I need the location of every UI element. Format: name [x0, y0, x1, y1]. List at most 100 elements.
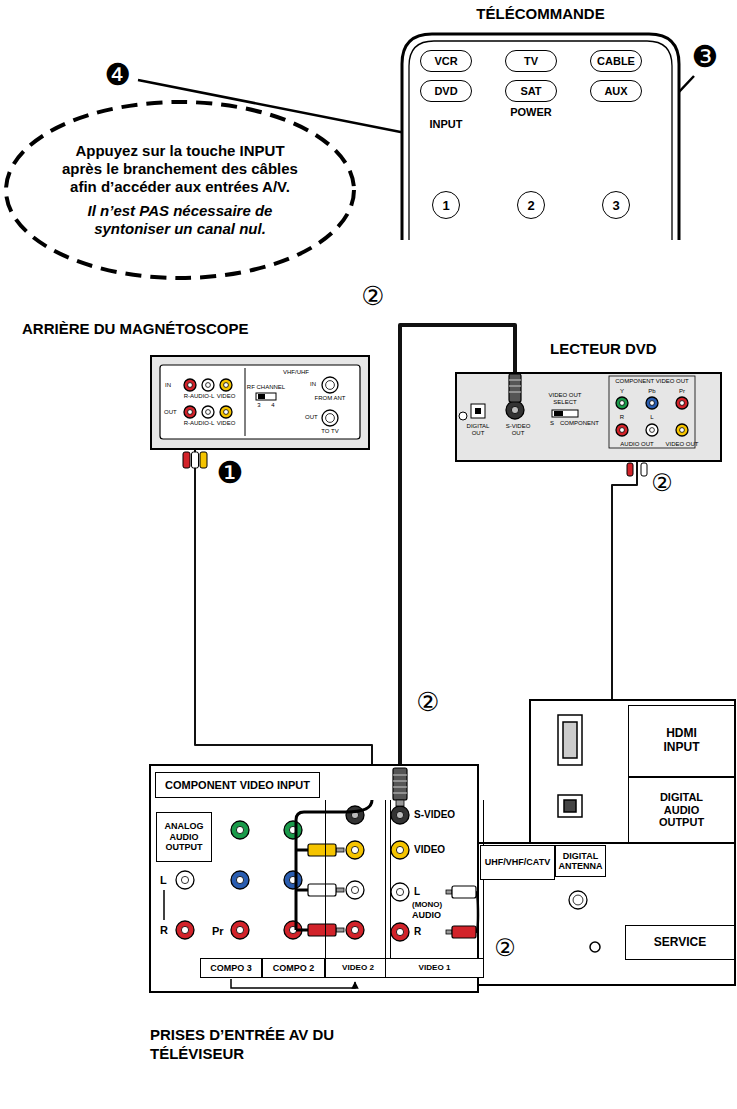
jack-label: VIDEO: [414, 844, 614, 855]
jack-hole: [326, 381, 335, 390]
callout-number: ❶: [130, 456, 330, 489]
panel-box: SERVICE: [625, 925, 735, 960]
jack-hole: [181, 926, 188, 933]
jack-hole: [650, 428, 655, 433]
label-holder: VIDEO: [126, 393, 326, 400]
jack-hole: [680, 401, 685, 406]
lr-bar: [163, 890, 165, 920]
tv-panel: [530, 700, 735, 843]
remote-button: CABLE: [590, 50, 642, 72]
jack-hole: [188, 410, 193, 415]
label-holder: S-VIDEO OUT: [502, 423, 534, 436]
hdmi-connector: [558, 715, 582, 765]
jack-hole: [511, 406, 518, 413]
label-holder: ②: [328, 688, 528, 717]
label-holder: INPUT: [346, 118, 546, 130]
vcr-plugs-tv: [336, 848, 344, 852]
input-column: VIDEO 1: [385, 800, 484, 978]
jack: [391, 923, 409, 941]
lr-bar: [163, 890, 165, 920]
jack-hole: [396, 928, 403, 935]
vcr-back: [160, 365, 360, 439]
label-holder: RF CHANNEL: [166, 384, 366, 391]
dvd-plugs-tv: [396, 800, 404, 806]
jack: [646, 397, 658, 409]
jack-hole: [351, 846, 358, 853]
label-holder: IN: [310, 381, 510, 388]
jack-hole: [206, 383, 211, 388]
label-holder: Pr: [582, 388, 737, 395]
label-holder: R-AUDIO-L: [99, 420, 299, 427]
jack-hole: [396, 846, 403, 853]
connector-label: VIDEO: [126, 420, 326, 427]
jack-hole: [236, 876, 243, 883]
jack: [176, 921, 194, 939]
vcr-plugs-tv: [308, 844, 336, 856]
callout-number: ②: [405, 935, 605, 961]
label-holder: 4: [173, 402, 373, 409]
jack-label: L: [160, 874, 360, 886]
hdmi-connector: [590, 942, 600, 952]
box-label: SERVICE: [654, 936, 706, 950]
connector-label: 3: [159, 402, 359, 409]
panel-box: COMPO 3: [200, 958, 262, 978]
connector-label: OUT: [164, 409, 364, 416]
label-holder: R-AUDIO-L: [99, 393, 299, 400]
vcr-plugs-tv: [308, 924, 336, 936]
jack-label: POWER: [431, 106, 631, 118]
vcr-back: [245, 368, 246, 436]
box-label: COMPO 3: [210, 963, 252, 973]
vcr-plugs-tv: [296, 800, 372, 930]
jack: [346, 921, 364, 939]
jack: [184, 379, 196, 391]
tv-panel: [150, 700, 735, 992]
panel-box: DIGITAL AUDIO OUTPUT: [628, 777, 735, 843]
remote-button: SAT: [505, 80, 557, 102]
column-label: VIDEO 2: [326, 958, 390, 978]
box-label: HDMI INPUT: [651, 727, 712, 755]
jack-label: (MONO): [412, 901, 612, 910]
remote-button: DVD: [420, 80, 472, 102]
panel-box: DIGITAL ANTENNA: [555, 845, 606, 877]
jack-hole: [224, 383, 229, 388]
connector-label: OUT: [305, 414, 505, 421]
jack-hole: [206, 410, 211, 415]
jack-label: L: [414, 886, 614, 897]
connector-label: VHF/UHF: [196, 369, 396, 376]
jack-hole: [620, 428, 625, 433]
box-label: COMPO 2: [273, 963, 315, 973]
panel-box: HDMI INPUT: [628, 705, 735, 777]
dvd-audio-plugs: [641, 463, 647, 476]
remote-title: TÉLÉCOMMANDE: [398, 5, 683, 22]
hdmi-connector: [558, 795, 582, 817]
label-holder: VHF/UHF: [196, 369, 396, 376]
jack: [616, 397, 628, 409]
dvd-back: [554, 411, 563, 416]
connector-label: VIDEO: [126, 393, 326, 400]
jack-label: Pr: [212, 925, 412, 937]
tv-panel: [478, 843, 735, 985]
vcr-plugs: [192, 452, 199, 468]
panel-box: UHF/VHF/CATV: [480, 845, 555, 880]
label-holder: 3: [159, 402, 359, 409]
jack: [346, 806, 364, 824]
jack: [506, 401, 524, 419]
connector-label: COMPONENT VIDEO OUT: [552, 378, 737, 385]
jack: [346, 841, 364, 859]
jack-hole: [396, 888, 403, 895]
dvd-back: [475, 408, 481, 414]
connector-label: COMPONENT: [560, 420, 737, 427]
dvd-audio-plugs: [627, 463, 633, 476]
label-holder: COMPONENT: [560, 420, 737, 427]
jack-label: AUDIO: [412, 911, 612, 921]
dvd-plugs-tv: [393, 775, 407, 793]
number-button: 3: [602, 191, 630, 219]
number-button: 2: [517, 191, 545, 219]
number-button: 1: [432, 191, 460, 219]
jack-hole: [620, 401, 625, 406]
connector-label: IN: [310, 381, 510, 388]
dvd-plugs-tv: [476, 892, 478, 932]
label-holder: AUDIO: [412, 911, 612, 921]
label-holder: VIDEO OUT: [582, 441, 737, 448]
